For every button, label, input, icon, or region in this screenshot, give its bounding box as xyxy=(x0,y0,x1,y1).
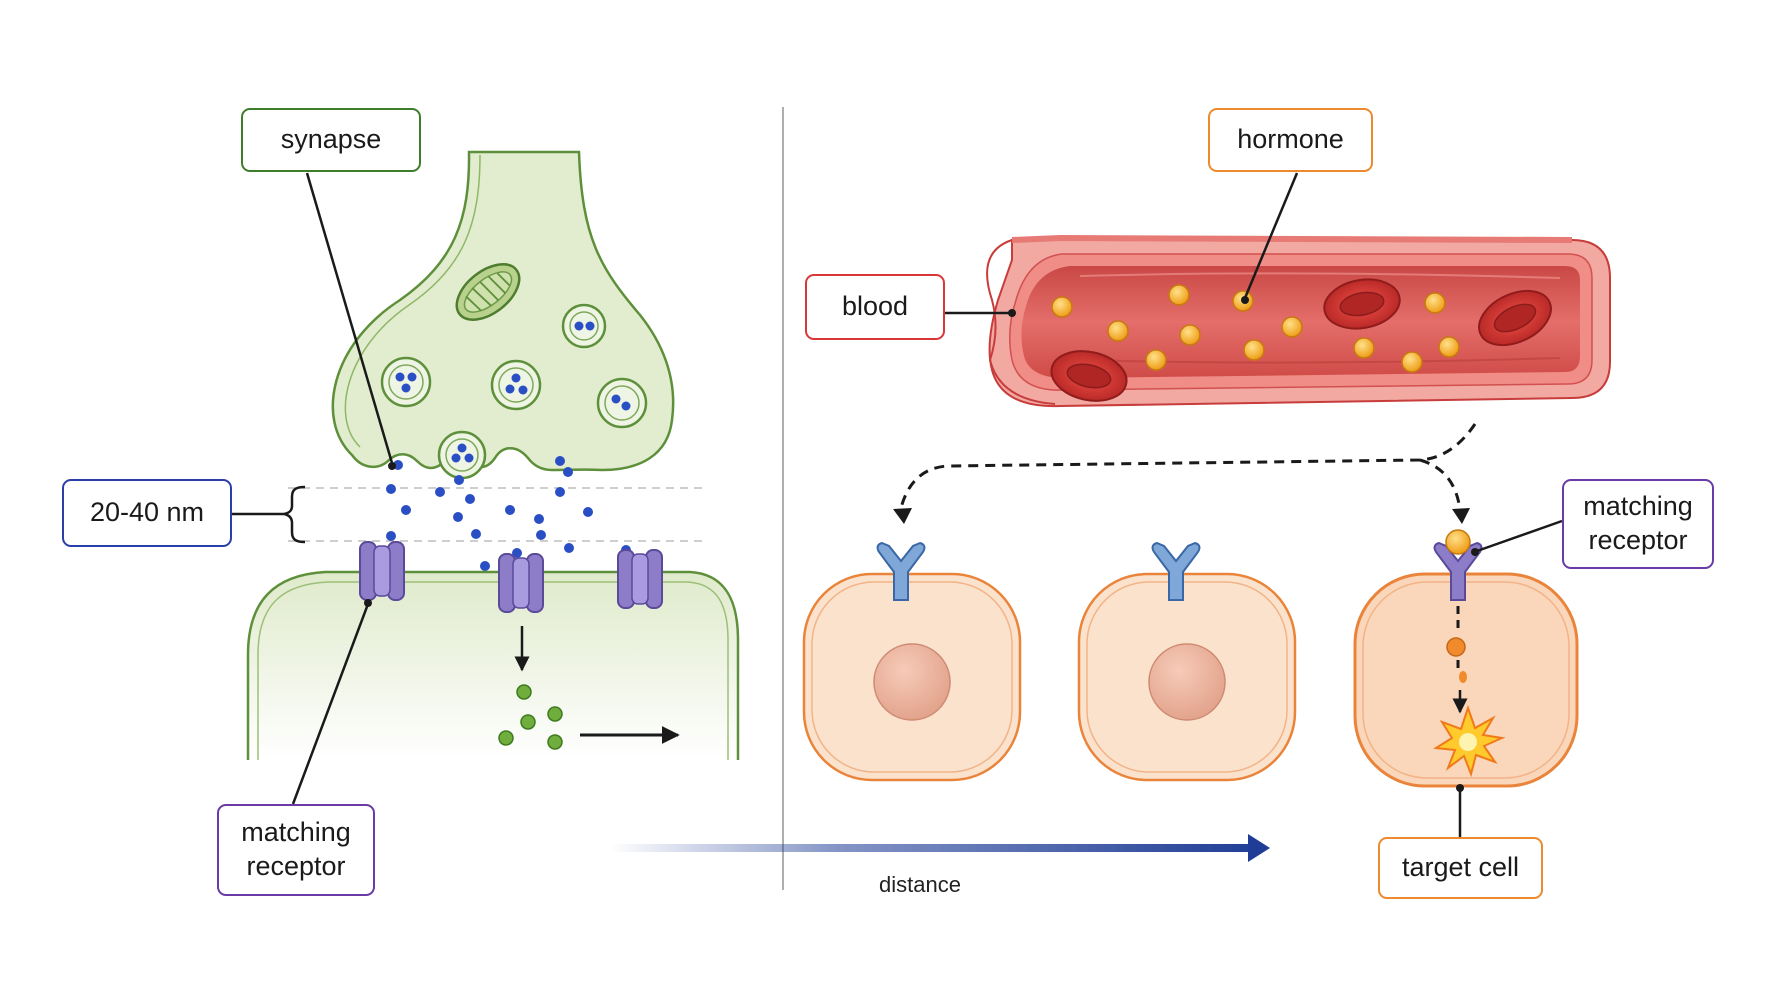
blood-label: blood xyxy=(805,274,945,340)
nucleus xyxy=(873,643,951,721)
receptor-unmatched xyxy=(876,541,926,601)
synapse-leader xyxy=(305,172,394,464)
hormone-leader xyxy=(1243,172,1299,299)
mitochondrion xyxy=(455,263,521,321)
non-target-cell-2 xyxy=(1077,572,1297,782)
nucleus xyxy=(1148,643,1226,721)
second-messengers xyxy=(498,684,563,750)
dashed-arrowhead-right xyxy=(1452,508,1470,524)
distance-arrow-shaft xyxy=(610,844,1260,852)
receptor-channel xyxy=(498,553,544,613)
vesicle xyxy=(596,377,648,429)
distance-arrow-head xyxy=(1248,834,1270,862)
receptor-channel xyxy=(359,541,405,601)
matching-receptor-label-right: matching receptor xyxy=(1562,479,1714,569)
vesicle xyxy=(490,359,542,411)
signal-molecule xyxy=(1446,637,1466,657)
synapse-label: synapse xyxy=(241,108,421,172)
synaptic-vesicles xyxy=(380,303,648,480)
non-target-cell-1 xyxy=(802,572,1022,782)
vesicle xyxy=(380,356,432,408)
target-cell-label: target cell xyxy=(1378,837,1543,899)
dashed-distribution-line xyxy=(898,423,1477,513)
vesicle xyxy=(437,430,487,480)
dashed-to-target xyxy=(1419,458,1462,511)
red-blood-cell xyxy=(1050,350,1128,402)
vesicle xyxy=(561,303,607,349)
hormone-particles xyxy=(1051,284,1460,373)
receptor-channel xyxy=(617,549,663,609)
receptor-right-leader xyxy=(1476,519,1563,553)
red-blood-cell xyxy=(1323,278,1401,330)
receptor-unmatched xyxy=(1151,541,1201,601)
gap-bracket xyxy=(283,485,306,544)
gap-width-label: 20-40 nm xyxy=(62,479,232,547)
red-blood-cell xyxy=(1478,289,1552,347)
receptor-left-leader xyxy=(291,603,370,805)
dashed-arrowhead-left xyxy=(893,508,912,524)
matching-receptor-label-left: matching receptor xyxy=(217,804,375,896)
bound-hormone xyxy=(1445,529,1471,555)
postsynaptic-cell xyxy=(246,570,740,760)
distance-axis-label: distance xyxy=(879,872,961,897)
hormone-label: hormone xyxy=(1208,108,1373,172)
